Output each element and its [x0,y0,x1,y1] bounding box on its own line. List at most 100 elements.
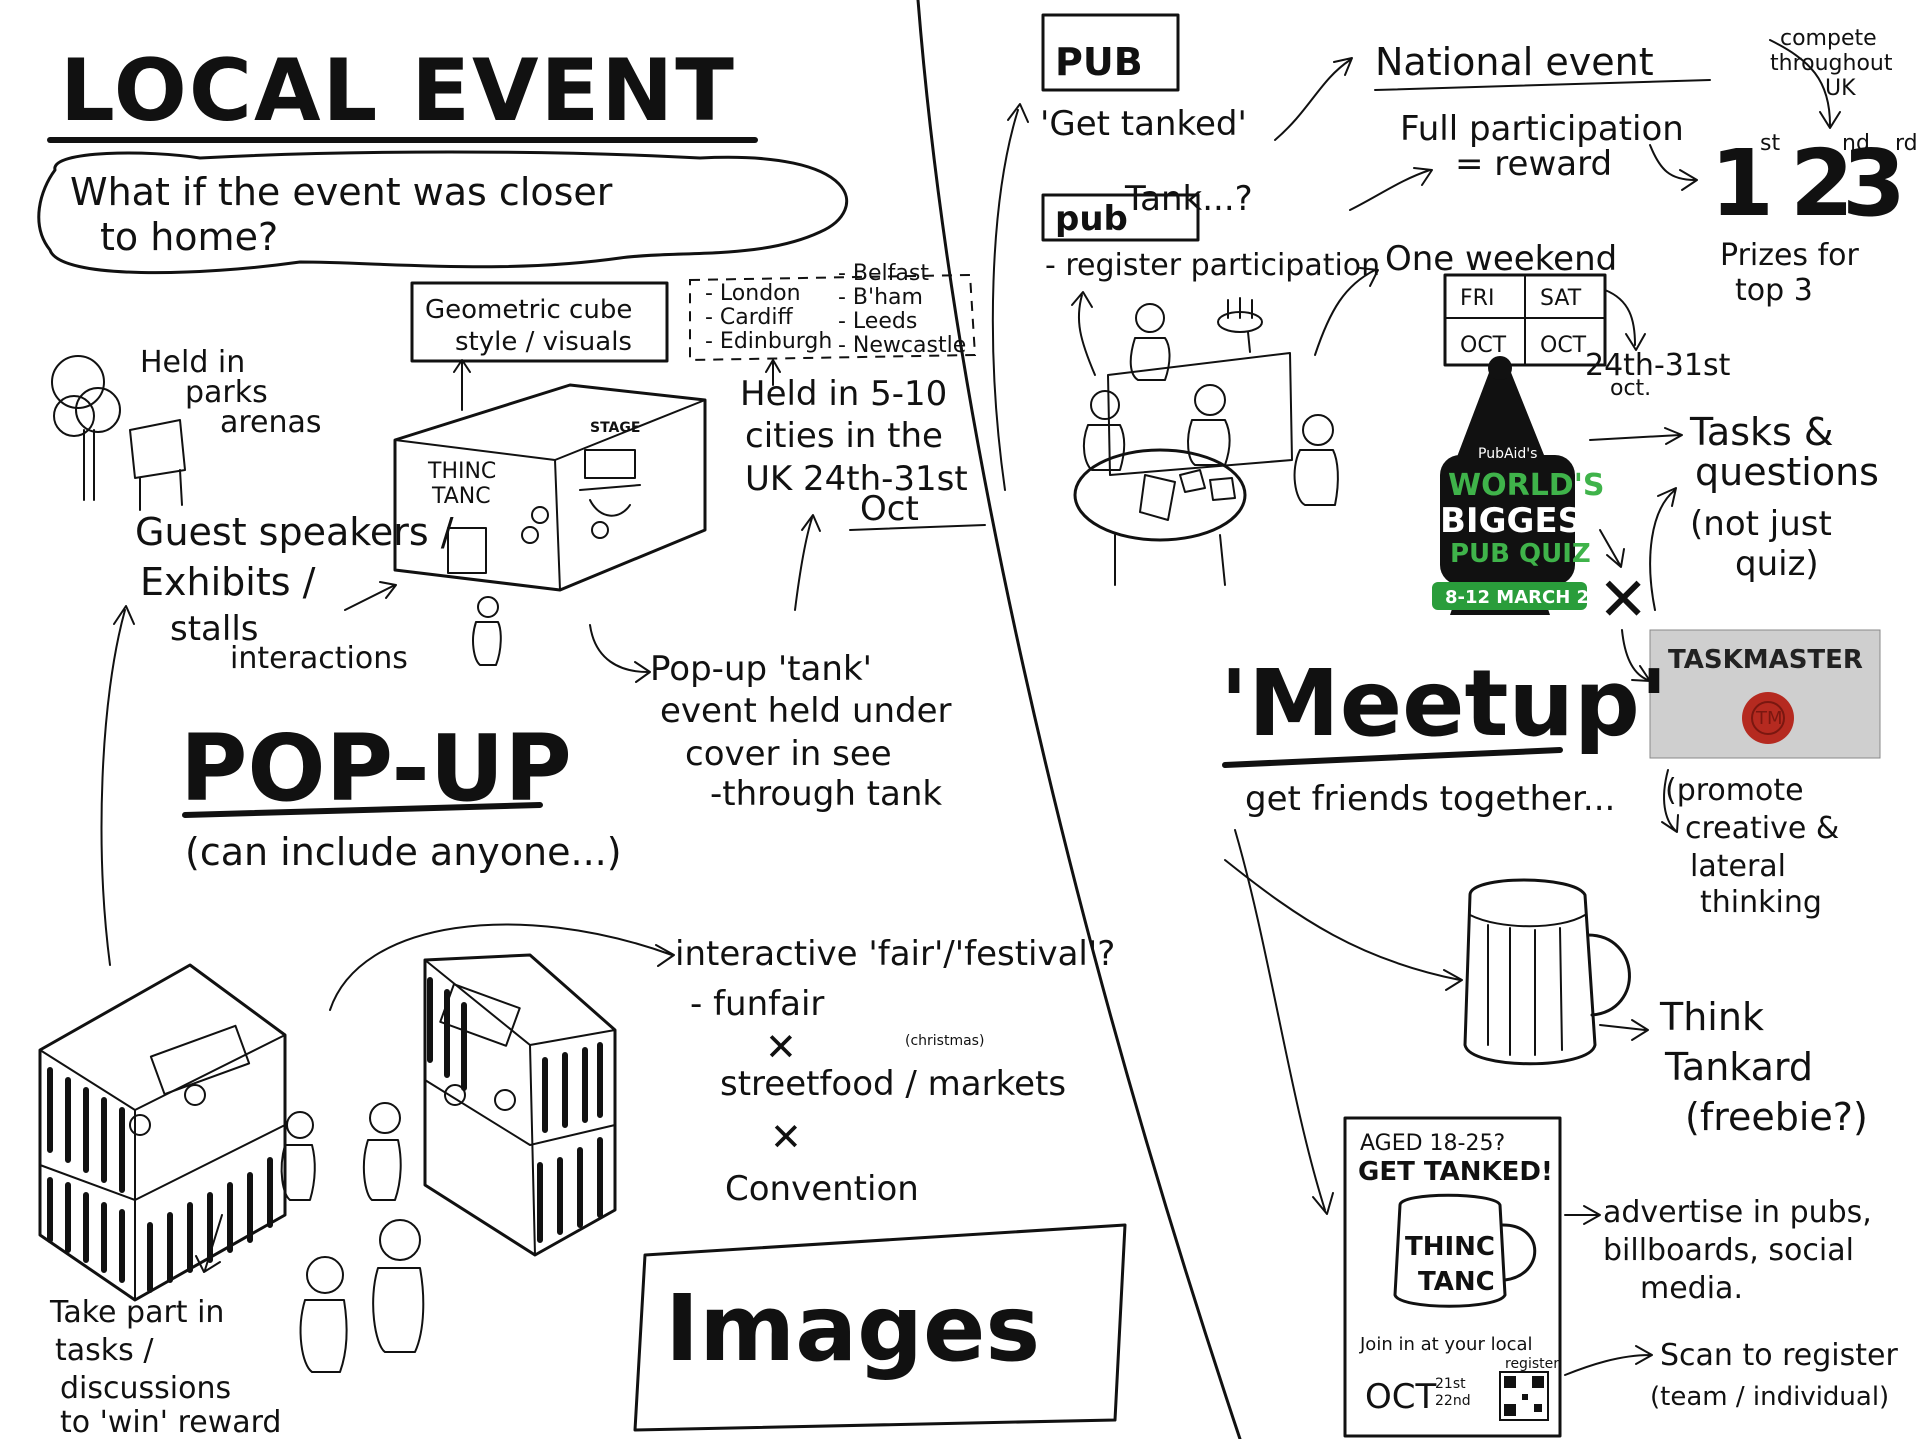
arrow-to-poster [1234,829,1334,1215]
tasks-line-2: questions [1695,450,1879,494]
full-participation-line-1: Full participation [1400,109,1684,149]
tasks-line-1: Tasks & [1689,410,1834,454]
compete-line-3: UK [1825,76,1856,101]
pub-tank-word-2: Tank...? [1124,179,1253,219]
held-cities-line-1: Held in 5-10 [740,374,947,414]
arrow-scene-to-register [1071,291,1096,376]
promote-line-2: creative & [1685,811,1839,846]
badge-line-1: PubAid's [1478,446,1537,462]
cal-sat: SAT [1540,286,1582,311]
arrow-full-to-places [1649,144,1698,191]
city-london: - London [705,281,801,306]
cities-box [689,273,977,362]
badge-line-3: BIGGEST [1440,501,1606,541]
arrow-register-to-full [1349,167,1433,211]
bench-icon [129,419,186,511]
national-event: National event [1375,40,1654,84]
guest-line-3: stalls [170,609,259,649]
cube-style-line-2: style / visuals [455,327,632,357]
arrow-qr-to-scan [1564,1345,1653,1376]
city-belfast: - Belfast [838,261,929,286]
tank-stage-label: STAGE [590,420,640,436]
arrow-cal-to-dates [1604,289,1646,351]
parks-line-2: parks [185,375,268,410]
parks-line-3: arenas [220,405,322,440]
arrow-compete [1769,39,1841,129]
advertise-line-2: billboards, social [1603,1233,1854,1268]
arrow-stall-to-take-part [195,1214,223,1273]
arrow-table-to-weekend [1314,267,1379,356]
place-second-suffix: nd [1842,131,1870,156]
fair-cross-1: ✕ [765,1025,797,1069]
promote-line-4: thinking [1700,885,1822,920]
fair-line-2: - funfair [690,984,824,1024]
arrow-popup-to-exhibits [100,605,135,966]
popup-tank-line-4: -through tank [710,774,942,814]
promote-line-3: lateral [1690,849,1786,884]
meetup-title: 'Meetup' [1220,650,1668,757]
guest-line-4: interactions [230,641,408,676]
fair-line-5: Convention [725,1169,919,1209]
held-cities-line-4: Oct [860,489,919,529]
arrow-poster-to-advertise [1564,1205,1601,1225]
take-part-line-2: tasks / [55,1333,154,1368]
full-participation-line-2: = reward [1455,144,1612,184]
fair-line-4: (christmas) [905,1033,984,1049]
taskmaster-image [1649,629,1881,759]
promote-line-1: (promote [1665,773,1804,808]
place-second: 2 [1790,130,1854,237]
cube-style-line-1: Geometric cube [425,295,632,325]
question-cloud [37,150,849,275]
popup-tank-line-3: cover in see [685,734,892,774]
city-leeds: - Leeds [838,309,917,334]
arrow-to-get-tanked [991,103,1029,491]
stall-right [423,953,617,1257]
popup-tank-line-2: event held under [660,691,952,731]
qr-code-icon [1499,1371,1549,1421]
compete-line-2: throughout [1770,51,1893,76]
arrow-to-cross [1599,529,1625,568]
city-bham: - B'ham [838,285,923,310]
prizes-line-2: top 3 [1735,273,1813,308]
taskmaster-title: TASKMASTER [1668,645,1863,675]
stall-left [38,963,287,1302]
national-underline [1374,79,1711,91]
held-cities-line-3: UK 24th-31st [745,459,968,499]
local-event-title: LOCAL EVENT [60,41,736,141]
question-line-2: to home? [100,215,278,259]
poster-headline: GET TANKED! [1358,1157,1553,1187]
question-line-1: What if the event was closer [70,170,613,214]
arrow-taskmaster-to-tasks [1649,487,1677,611]
pub-tank-box [1041,193,1200,242]
badge-cross: ✕ [1598,565,1648,635]
arrow-cube-to-label [453,359,471,411]
popup-underline [182,802,543,818]
cal-dates-month: oct. [1610,376,1651,401]
arrow-popup-to-cities [794,514,821,611]
weekend-calendar [1443,273,1607,367]
register-participation: - register participation [1045,248,1380,283]
city-cardiff: - Cardiff [705,305,794,330]
tasks-line-3: (not just [1690,504,1832,544]
arrow-meetup-to-tankard [1224,859,1463,991]
arrow-get-tanked-to-national [1274,57,1353,141]
arrow-to-cities [765,359,781,386]
cal-dates-range: 24th-31st [1585,348,1731,383]
fair-line-3: streetfood / markets [720,1064,1066,1104]
place-third: 3 [1842,130,1906,237]
pub-tank-word-1: pub [1055,199,1128,239]
pub-quiz-badge [1432,356,1587,615]
advertise-line-1: advertise in pubs, [1603,1195,1872,1230]
held-underline [849,524,986,531]
cube-style-box [410,281,669,363]
poster-date-2: 22nd [1435,1393,1471,1409]
tank-name-line-1: THINC [427,459,496,484]
fair-line-1: interactive 'fair'/'festival'? [675,934,1115,974]
take-part-line-3: discussions [60,1371,231,1406]
take-part-line-1: Take part in [49,1295,224,1330]
poster-date-1: 21st [1435,1376,1466,1392]
take-part-line-4: to 'win' reward [60,1405,281,1439]
meetup-subtitle: get friends together... [1245,779,1615,819]
arrow-taskmaster-to-promote [1661,769,1679,833]
